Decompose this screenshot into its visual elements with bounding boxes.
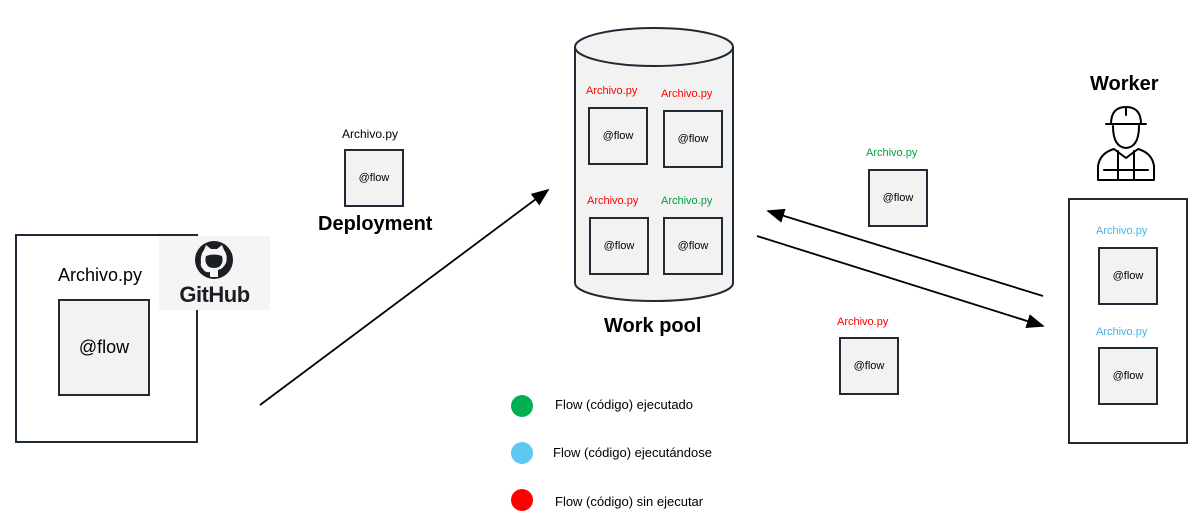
repo-file-label: Archivo.py bbox=[58, 265, 143, 285]
github-octocat-icon bbox=[195, 241, 233, 279]
worker-item-2-file: Archivo.py bbox=[1096, 326, 1148, 338]
pool-item-1-file: Archivo.py bbox=[586, 85, 638, 97]
legend-pending-label: Flow (código) sin ejecutar bbox=[555, 494, 704, 509]
deployment-file-label: Archivo.py bbox=[342, 127, 399, 141]
pool-item-1-flow: @flow bbox=[602, 130, 634, 142]
transfer-down-flow: @flow bbox=[853, 360, 885, 372]
pool-item-1-box: @flow bbox=[588, 107, 648, 165]
pool-item-2-flow: @flow bbox=[677, 133, 709, 145]
repo-flow-box: @flow bbox=[58, 299, 150, 396]
worker-item-2-flow: @flow bbox=[1112, 370, 1144, 382]
github-wordmark: GitHub bbox=[179, 282, 250, 307]
legend-running-dot bbox=[511, 442, 533, 464]
pool-item-2-box: @flow bbox=[663, 110, 723, 168]
pool-item-4-flow: @flow bbox=[677, 240, 709, 252]
transfer-down-box: @flow bbox=[839, 337, 899, 395]
pool-item-3-file: Archivo.py bbox=[587, 195, 639, 207]
transfer-up-file: Archivo.py bbox=[866, 147, 918, 159]
worker-item-1-box: @flow bbox=[1098, 247, 1158, 305]
transfer-up-flow: @flow bbox=[882, 192, 914, 204]
work-pool-title: Work pool bbox=[604, 315, 702, 337]
legend-executed-dot bbox=[511, 395, 533, 417]
deployment-flow-label: @flow bbox=[358, 172, 390, 184]
worker-container bbox=[1068, 198, 1188, 444]
pool-item-4-box: @flow bbox=[663, 217, 723, 275]
legend-running-label: Flow (código) ejecutándose bbox=[553, 445, 712, 460]
pool-item-2-file: Archivo.py bbox=[661, 88, 713, 100]
pool-item-4-file: Archivo.py bbox=[661, 195, 713, 207]
worker-item-2-box: @flow bbox=[1098, 347, 1158, 405]
worker-item-1-file: Archivo.py bbox=[1096, 225, 1148, 237]
deployment-flow-box: @flow bbox=[344, 149, 404, 207]
deployment-title: Deployment bbox=[318, 213, 433, 235]
worker-title: Worker bbox=[1090, 73, 1159, 95]
legend-executed-label: Flow (código) ejecutado bbox=[555, 397, 694, 412]
repo-flow-label: @flow bbox=[78, 337, 130, 357]
arrow-worker-to-pool bbox=[766, 208, 1044, 297]
arrow-pool-to-worker bbox=[756, 235, 1045, 329]
pool-item-3-box: @flow bbox=[589, 217, 649, 275]
github-logo: GitHub bbox=[159, 236, 270, 310]
transfer-down-file: Archivo.py bbox=[837, 316, 889, 328]
pool-item-3-flow: @flow bbox=[603, 240, 635, 252]
transfer-up-box: @flow bbox=[868, 169, 928, 227]
legend-pending-dot bbox=[511, 489, 533, 511]
arrow-repo-to-pool bbox=[259, 188, 550, 406]
worker-item-1-flow: @flow bbox=[1112, 270, 1144, 282]
